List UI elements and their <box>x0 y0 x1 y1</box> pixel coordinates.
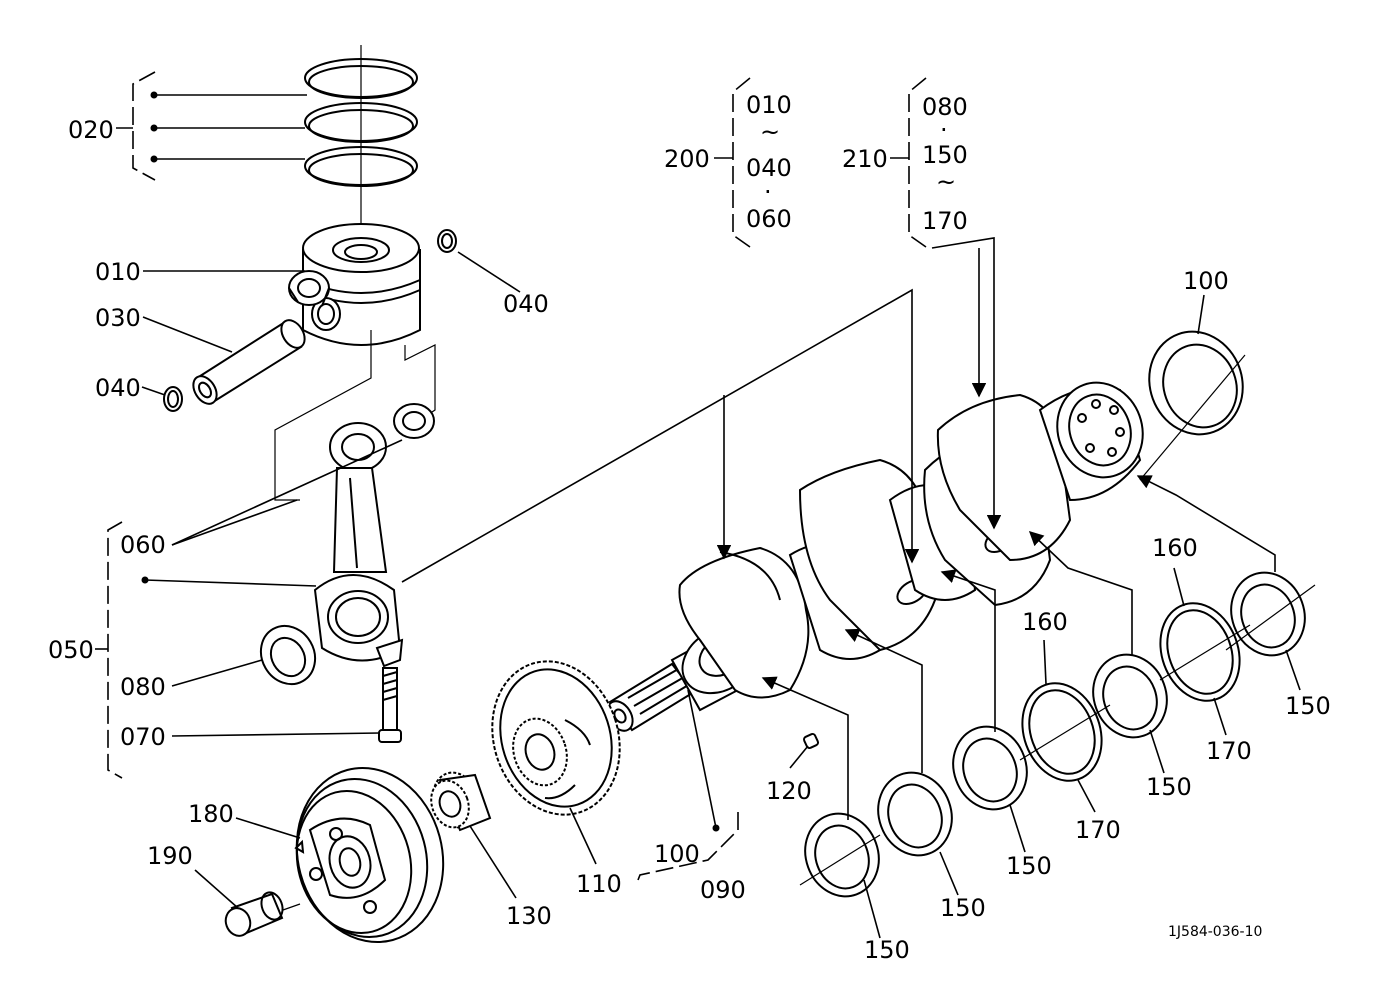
group-200-item: 060 <box>746 205 792 233</box>
main-bearing-150-5 <box>1225 571 1316 657</box>
label-150-1: 150 <box>864 936 910 964</box>
label-170-2: 170 <box>1206 737 1252 765</box>
label-040-right: 040 <box>503 290 549 318</box>
group-200-item: 010 <box>746 91 792 119</box>
label-040-left: 040 <box>95 374 141 402</box>
label-120: 120 <box>766 777 812 805</box>
label-150-4: 150 <box>1146 773 1192 801</box>
label-110: 110 <box>576 870 622 898</box>
key-120 <box>803 733 819 749</box>
callout-labels: 020 010 030 040 040 060 050 080 070 180 … <box>48 91 1331 964</box>
label-100-gear: 100 <box>654 840 700 868</box>
label-150-3: 150 <box>1006 852 1052 880</box>
label-030: 030 <box>95 304 141 332</box>
label-080: 080 <box>120 673 166 701</box>
group-210-item: 170 <box>922 207 968 235</box>
callout-lines <box>95 71 1301 939</box>
label-100-seal: 100 <box>1183 267 1229 295</box>
group-210-item: 150 <box>922 141 968 169</box>
crank-pulley-180 <box>294 766 445 944</box>
group-200-item: 040 <box>746 154 792 182</box>
group-210-item: ~ <box>936 168 956 196</box>
pulley-bolt-190 <box>224 891 301 937</box>
small-end-bushings <box>288 270 435 439</box>
snap-ring-040-left <box>163 386 183 412</box>
label-020: 020 <box>68 116 114 144</box>
snap-ring-040-top <box>437 229 457 253</box>
main-bearing-150-1 <box>799 812 881 898</box>
connecting-rod-bolt <box>378 667 402 743</box>
group-200-item: ~ <box>760 118 780 146</box>
label-150-2: 150 <box>940 894 986 922</box>
group-200-item: · <box>764 178 772 206</box>
crank-gear-110 <box>491 660 621 816</box>
label-060: 060 <box>120 531 166 559</box>
label-150-5: 150 <box>1285 692 1331 720</box>
piston-rings <box>304 45 418 250</box>
thrust-washer-160-1 <box>1019 682 1111 782</box>
crankshaft <box>606 381 1144 732</box>
label-160-2: 160 <box>1152 534 1198 562</box>
label-180: 180 <box>188 800 234 828</box>
drawing-reference: 1J584-036-10 <box>1168 924 1262 940</box>
group-210-label: 210 <box>842 145 888 173</box>
label-090: 090 <box>700 876 746 904</box>
thrust-washer-160-2 <box>1159 602 1251 702</box>
group-210-item: 080 <box>922 93 968 121</box>
piston <box>302 223 421 346</box>
main-bearing-150-3 <box>952 725 1028 811</box>
connecting-rod <box>313 422 404 668</box>
gear-130 <box>430 771 492 832</box>
label-070: 070 <box>120 723 166 751</box>
main-bearing-150-4 <box>1092 653 1168 739</box>
label-160-1: 160 <box>1022 608 1068 636</box>
oil-seal-100 <box>1139 330 1246 481</box>
group-200-label: 200 <box>664 145 710 173</box>
crankpin-bearing-080 <box>259 624 317 686</box>
label-050: 050 <box>48 636 94 664</box>
label-010: 010 <box>95 258 141 286</box>
label-130: 130 <box>506 902 552 930</box>
piston-pin <box>192 319 306 405</box>
main-bearing-150-2 <box>877 771 953 857</box>
group-210-item: · <box>940 116 948 144</box>
label-190: 190 <box>147 842 193 870</box>
label-170-1: 170 <box>1075 816 1121 844</box>
